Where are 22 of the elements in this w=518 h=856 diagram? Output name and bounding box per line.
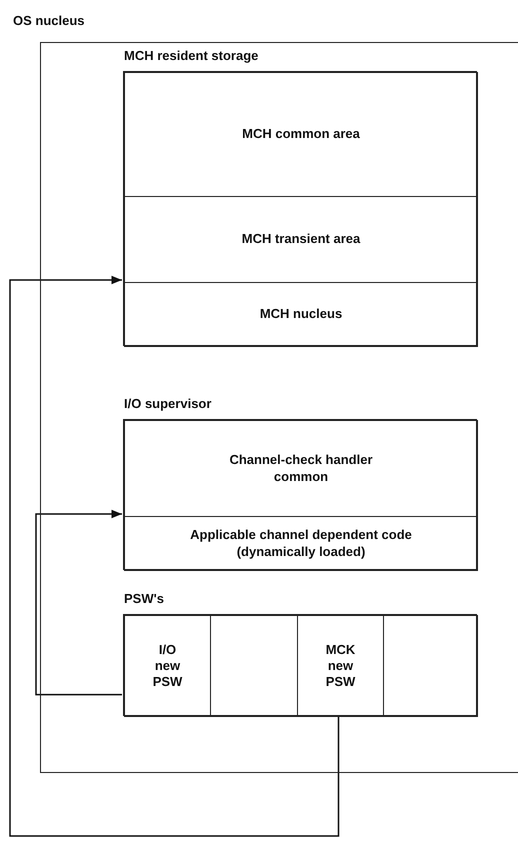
memory-cell — [383, 615, 478, 717]
memory-area — [124, 615, 211, 717]
area-label: Channel-check handler common — [228, 452, 374, 485]
memory-area — [124, 72, 478, 197]
region-heading: OS nucleus — [13, 13, 85, 28]
arrow — [35, 510, 122, 696]
arrow — [9, 276, 340, 837]
memory-area — [124, 282, 478, 347]
region-heading: PSW's — [124, 591, 164, 606]
area-label: MCH common area — [241, 126, 361, 143]
area-label: Applicable channel dependent code (dynamically loaded) — [189, 527, 413, 560]
area-label: MCH nucleus — [258, 306, 344, 323]
memory-area — [124, 516, 478, 571]
memory-area — [124, 196, 478, 283]
region-heading: I/O supervisor — [124, 396, 212, 411]
area-label: I/O new PSW — [152, 642, 184, 690]
memory-area — [124, 420, 478, 517]
memory-area — [297, 615, 384, 717]
area-label: MCK new PSW — [324, 642, 356, 690]
memory-cell — [210, 615, 298, 717]
area-label: MCH transient area — [240, 231, 362, 248]
region-heading: MCH resident storage — [124, 48, 258, 63]
